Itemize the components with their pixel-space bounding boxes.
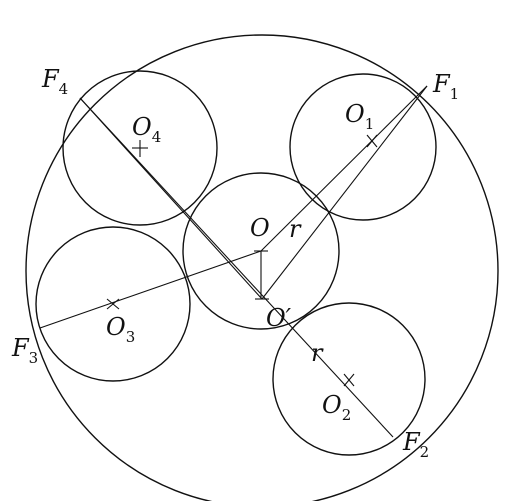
line-F3-O	[39, 250, 262, 329]
circle-O1	[289, 73, 437, 221]
label-O2: O2	[322, 391, 351, 424]
line-O-F1	[260, 85, 428, 252]
circle-O4	[62, 70, 218, 226]
label-O3: O3	[106, 313, 135, 346]
line-F1-Oprime	[261, 85, 428, 300]
label-O: O	[250, 214, 270, 242]
label-O4: O4	[132, 113, 161, 146]
outer-circle	[25, 34, 499, 501]
cross-mark-O4	[132, 140, 148, 157]
circle-O2	[272, 302, 426, 456]
line-F4-Oprime	[79, 97, 263, 300]
cross-mark-O1	[366, 134, 378, 148]
label-r-lower: r	[311, 339, 324, 367]
center-circle-O	[182, 172, 340, 330]
label-F3: F3	[11, 334, 38, 367]
circle-O3	[35, 226, 191, 382]
cross-mark-O2	[343, 373, 355, 387]
label-Oprime: O′	[266, 304, 292, 332]
label-r-upper: r	[289, 215, 302, 243]
label-F2: F2	[402, 428, 429, 461]
cross-mark-O3	[106, 298, 120, 310]
label-O1: O1	[345, 100, 374, 133]
label-F4: F4	[41, 65, 68, 98]
label-F1: F1	[432, 70, 459, 103]
line-F4-F2	[79, 97, 394, 438]
